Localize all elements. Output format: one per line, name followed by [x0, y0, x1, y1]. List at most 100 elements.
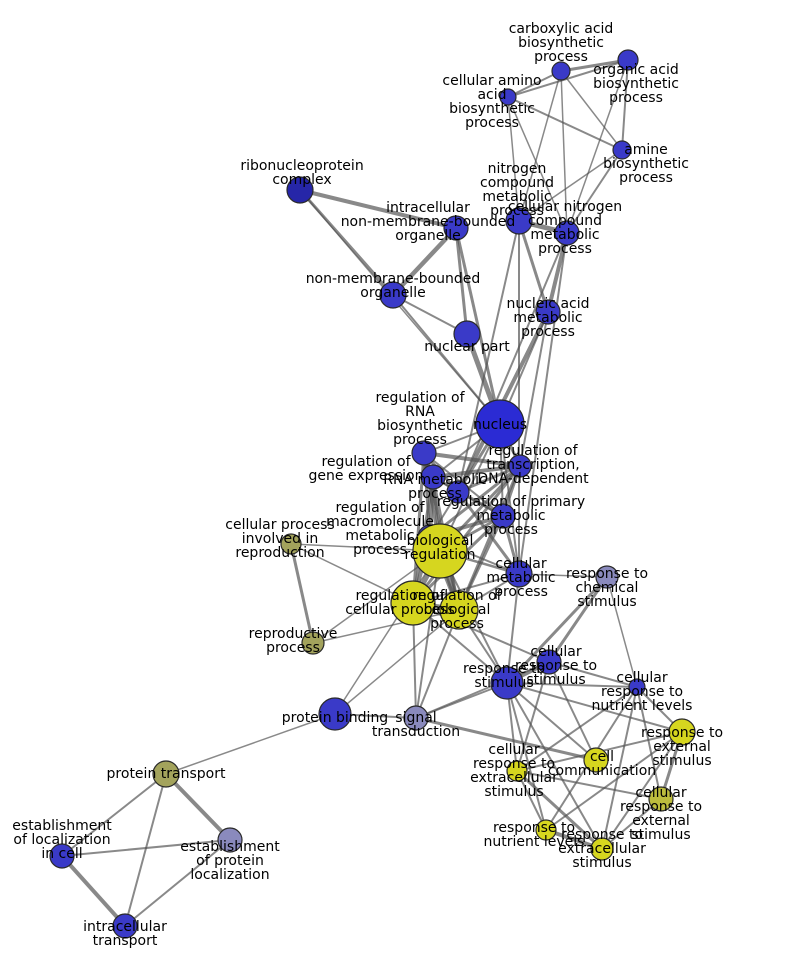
edge-carboxylic--amine	[560, 70, 623, 151]
edge-proteintransport--intratransport	[124, 773, 167, 927]
edge-cellnitrogen--nucleicacid	[546, 231, 569, 314]
node-cellrespnutrient[interactable]	[628, 678, 646, 696]
edge-estprotloc--intratransport	[124, 839, 231, 927]
node-respexternal[interactable]	[668, 718, 696, 746]
node-label-proteinbinding: protein binding	[282, 710, 388, 726]
node-bioreg[interactable]	[412, 523, 468, 579]
edge-signaltrans--cellrespstim	[415, 661, 550, 719]
node-nucleus[interactable]	[475, 399, 525, 449]
edge-carboxylic--cellnitrogen	[560, 70, 568, 234]
node-cellrespext[interactable]	[648, 786, 674, 812]
node-cellprocrepro[interactable]	[280, 533, 302, 555]
node-nmborg[interactable]	[379, 281, 407, 309]
node-reggene[interactable]	[420, 464, 446, 490]
edge-proteinbinding--proteintransport	[165, 713, 336, 775]
node-regprimary[interactable]	[490, 503, 516, 529]
edge-respextracell--respstim	[506, 682, 603, 850]
edge-signaltrans--bioreg	[415, 550, 441, 719]
node-respnutrient[interactable]	[535, 819, 557, 841]
node-repro[interactable]	[301, 631, 325, 655]
edge-respexternal--respstim	[506, 682, 683, 733]
edge-respnutrient--respstim	[506, 682, 547, 831]
edge-proteintransport--estloccell	[61, 773, 167, 857]
edge-carboxylic--amino	[507, 70, 562, 98]
node-estloccell[interactable]	[49, 843, 75, 869]
node-respchem[interactable]	[595, 565, 619, 589]
edge-cellrespstim--respchem	[547, 575, 609, 664]
edge-nitrogen--nucleicacid	[517, 219, 550, 314]
node-regcellproc[interactable]	[390, 580, 436, 626]
edge-organic--amine	[621, 59, 629, 151]
node-amino[interactable]	[499, 88, 517, 106]
edge-amino--amine	[507, 96, 623, 151]
node-intranmb[interactable]	[443, 215, 469, 241]
edge-nitrogen--rnametab	[457, 220, 520, 493]
edge-respchem--cellmetab	[518, 573, 608, 578]
edge-respchem--cellrespnutrient	[606, 576, 638, 688]
node-rnametab[interactable]	[446, 480, 470, 504]
edge-cellrespextra--respextracell	[515, 769, 604, 851]
edge-cellrespextra--cellrespext	[516, 770, 662, 800]
node-nuclearpart[interactable]	[453, 320, 481, 348]
node-cellnitrogen[interactable]	[554, 220, 580, 246]
node-amine[interactable]	[612, 140, 632, 160]
node-proteinbinding[interactable]	[318, 697, 352, 731]
node-regrna[interactable]	[411, 440, 437, 466]
node-cellcomm[interactable]	[583, 747, 609, 773]
node-carboxylic[interactable]	[551, 61, 571, 81]
node-signaltrans[interactable]	[403, 705, 429, 731]
edge-cellnitrogen--rnametab	[457, 232, 568, 493]
edge-proteinbinding--bioreg	[334, 550, 441, 715]
edge-cellrespextra--cellrespstim	[516, 661, 550, 772]
node-intratransport[interactable]	[112, 913, 138, 939]
node-cellrespstim[interactable]	[536, 649, 562, 675]
edge-amino--cellnitrogen	[507, 96, 568, 234]
edge-intranmb--nucleus	[454, 226, 502, 426]
edge-organic--amino	[507, 59, 629, 98]
edge-respexternal--respextracell	[601, 731, 683, 850]
edge-ribo--intranmb	[298, 188, 458, 230]
node-regtrans[interactable]	[508, 454, 532, 478]
edge-organic--cellnitrogen	[566, 59, 629, 234]
node-organic[interactable]	[617, 49, 639, 71]
edge-respstim--respchem	[505, 575, 609, 685]
node-cellmetab[interactable]	[505, 560, 533, 588]
node-estprotloc[interactable]	[217, 827, 243, 853]
edge-cellrespnutrient--respstim	[506, 682, 638, 688]
edge-estloccell--intratransport	[60, 854, 127, 928]
node-respstim[interactable]	[490, 666, 524, 700]
node-regbioproc[interactable]	[439, 590, 479, 630]
node-ribo[interactable]	[286, 176, 314, 204]
edge-repro--regbioproc	[312, 609, 460, 644]
node-cellrespextra[interactable]	[506, 760, 528, 782]
edge-nmborg--nucleus	[392, 294, 501, 425]
node-nucleicacid[interactable]	[535, 299, 561, 325]
edge-cellrespextra--respnutrient	[516, 770, 547, 831]
edge-proteintransport--estprotloc	[164, 772, 232, 842]
node-nitrogen[interactable]	[505, 207, 533, 235]
node-proteintransport[interactable]	[152, 760, 180, 788]
node-respextracell[interactable]	[590, 837, 614, 861]
edge-carboxylic--nitrogen	[518, 70, 562, 222]
edge-nucleicacid--regtrans	[519, 311, 549, 467]
edge-respstim--cellmetab	[506, 573, 520, 684]
